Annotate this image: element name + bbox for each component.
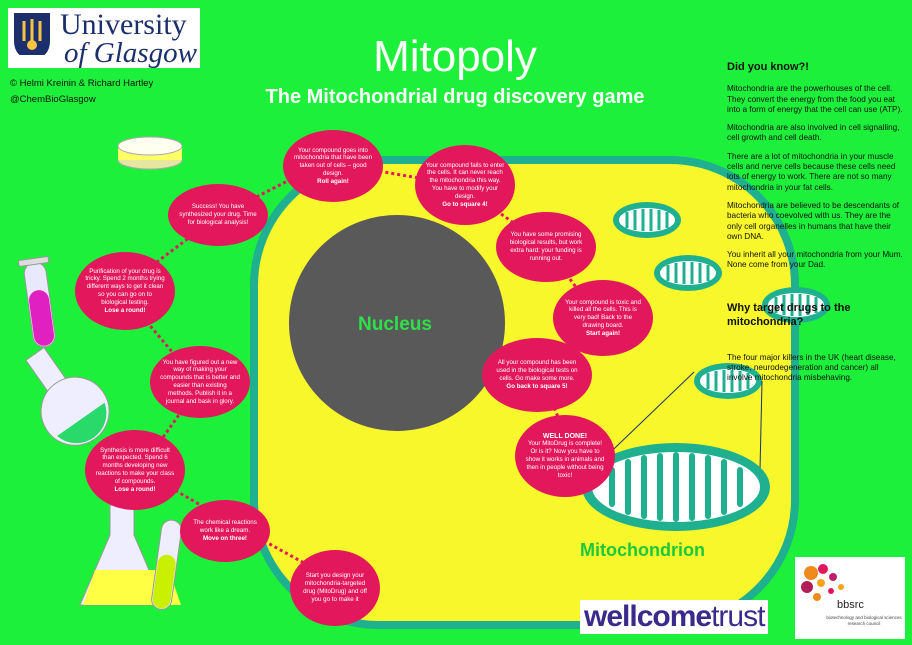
board-square[interactable]: Synthesis is more difficult than expecte…: [85, 430, 185, 510]
bbsrc-dots-icon: [801, 564, 844, 601]
fact-item: Mitochondria are also involved in cell s…: [727, 123, 900, 143]
square-description: You have some promising biological resul…: [509, 231, 583, 262]
board-square[interactable]: You have some promising biological resul…: [496, 212, 596, 282]
facts-heading: Did you know?!: [727, 61, 809, 73]
university-name-line2: of Glasgow: [64, 37, 197, 69]
bbsrc-fullname: biotechnology and biological sciences re…: [826, 615, 902, 626]
square-description: You have figured out a new way of making…: [160, 358, 240, 405]
square-heading: WELL DONE!: [542, 432, 588, 440]
credit-authors: © Helmi Kreinin & Richard Hartley: [10, 78, 154, 89]
board-square[interactable]: Start you design your mitochondria-targe…: [290, 550, 380, 626]
square-description: Purification of your drug is tricky. Spe…: [85, 267, 165, 306]
square-instruction: Go to square 4!: [442, 200, 488, 208]
petri-dish-illustration: [117, 136, 183, 170]
square-description: Your compound fails to enter the cells. …: [425, 161, 505, 200]
tall-tube-illustration: [151, 519, 182, 610]
square-text: Your compound is toxic and killed all th…: [563, 299, 643, 338]
square-text: You have figured out a new way of making…: [160, 359, 240, 406]
square-description: The chemical reactions work like a dream…: [193, 519, 257, 535]
square-text: All your compound has been used in the b…: [492, 359, 582, 390]
square-text: WELL DONE!Your MitoDrug is complete! Or …: [525, 433, 605, 480]
mitochondrion-large: [582, 443, 770, 531]
square-instruction: Roll again!: [317, 177, 349, 185]
facts-panel: Did you know?! Mitochondria are the powe…: [727, 61, 903, 392]
mitochondrion-small-2: [654, 255, 722, 291]
why-text: The four major killers in the UK (heart …: [727, 352, 896, 383]
board-square[interactable]: Your compound goes into mitochondria tha…: [283, 130, 383, 202]
credit-handle: @ChemBioGlasgow: [10, 94, 96, 105]
fact-item: There are a lot of mitochondria in your …: [727, 151, 896, 192]
board-square[interactable]: The chemical reactions work like a dream…: [180, 500, 270, 562]
university-name-line1: University: [60, 8, 187, 41]
board-square[interactable]: You have figured out a new way of making…: [150, 346, 250, 418]
flask-illustration: [25, 346, 110, 446]
square-description: Your compound goes into mitochondria tha…: [293, 146, 373, 177]
square-text: You have some promising biological resul…: [506, 231, 586, 262]
page-subtitle: The Mitochondrial drug discovery game: [265, 86, 645, 108]
square-text: Your compound fails to enter the cells. …: [425, 162, 505, 209]
square-description: Success! You have synthesized your drug.…: [179, 203, 257, 226]
test-tube-illustration: [17, 255, 56, 348]
board-square[interactable]: All your compound has been used in the b…: [482, 338, 592, 412]
bbsrc-name: bbsrc: [837, 599, 864, 611]
mitochondrion-small-3: [762, 287, 830, 323]
square-description: Synthesis is more difficult than expecte…: [95, 446, 175, 485]
square-text: Success! You have synthesized your drug.…: [178, 203, 258, 226]
university-crest-icon: [14, 13, 50, 61]
bbsrc-logo: bbsrc biotechnology and biological scien…: [795, 557, 905, 639]
square-instruction: Lose a round!: [114, 485, 156, 493]
square-description: Start you design your mitochondria-targe…: [303, 572, 367, 603]
board-square[interactable]: Purification of your drug is tricky. Spe…: [75, 252, 175, 330]
square-instruction: Go back to square 5!: [506, 382, 568, 390]
board-square[interactable]: Your compound is toxic and killed all th…: [553, 280, 653, 356]
board-square[interactable]: WELL DONE!Your MitoDrug is complete! Or …: [515, 415, 615, 497]
fact-item: Mitochondria are believed to be descenda…: [727, 200, 900, 241]
square-text: Start you design your mitochondria-targe…: [300, 572, 370, 603]
wellcome-word: wellcome: [584, 600, 712, 633]
square-text: Your compound goes into mitochondria tha…: [293, 147, 373, 186]
page-title: Mitopoly: [373, 32, 537, 81]
square-description: Your MitoDrug is complete! Or is it? Now…: [525, 440, 605, 479]
square-description: All your compound has been used in the b…: [496, 359, 578, 382]
mitochondrion-label: Mitochondrion: [580, 540, 705, 560]
board-square[interactable]: Your compound fails to enter the cells. …: [415, 145, 515, 225]
university-logo: University of Glasgow: [8, 8, 200, 68]
mitochondrion-small-4: [694, 363, 762, 399]
square-instruction: Move on three!: [202, 534, 247, 542]
square-description: Your compound is toxic and killed all th…: [565, 298, 641, 329]
mitochondrion-small-1: [613, 202, 681, 238]
nucleus-label: Nucleus: [358, 314, 432, 335]
nucleus: [289, 215, 505, 431]
board-square[interactable]: Success! You have synthesized your drug.…: [168, 184, 268, 246]
square-instruction: Start again!: [585, 329, 621, 337]
square-instruction: Lose a round!: [104, 306, 146, 314]
trust-word: trust: [711, 600, 765, 633]
wellcome-trust-logo: wellcometrust: [580, 600, 769, 634]
square-text: Purification of your drug is tricky. Spe…: [85, 268, 165, 315]
square-text: Synthesis is more difficult than expecte…: [95, 447, 175, 494]
why-heading: Why target drugs to the mitochondria?: [727, 301, 851, 328]
fact-item: Mitochondria are the powerhouses of the …: [727, 84, 903, 114]
credits: © Helmi Kreinin & Richard Hartley @ChemB…: [10, 76, 153, 108]
fact-item: You inherit all your mitochondria from y…: [727, 250, 903, 270]
square-text: The chemical reactions work like a dream…: [190, 519, 260, 542]
